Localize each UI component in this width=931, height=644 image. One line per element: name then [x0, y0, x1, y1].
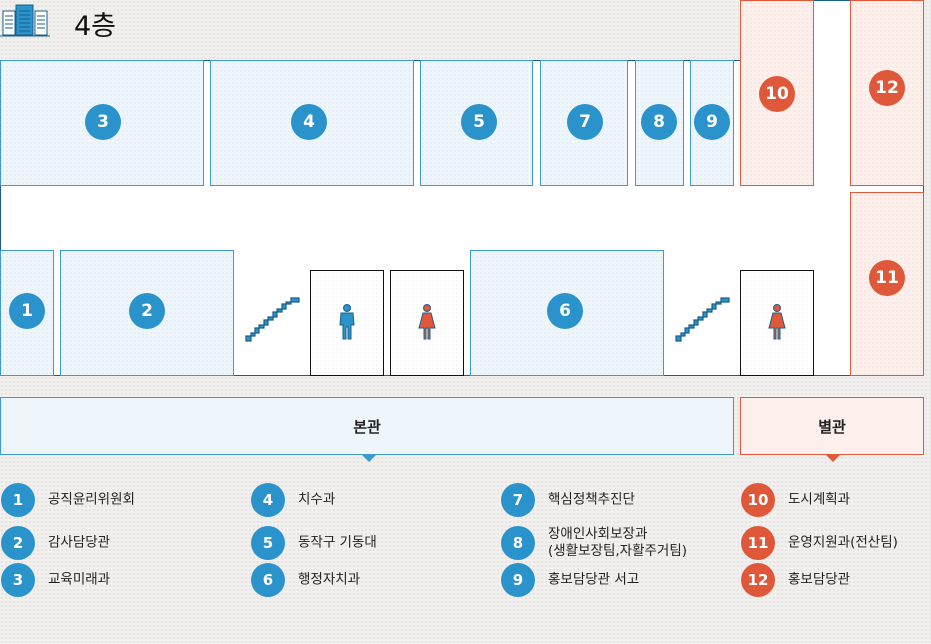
floor-title: 4층 [74, 11, 117, 42]
legend-label: 홍보담당관 서고 [548, 571, 640, 588]
legend-badge: 4 [251, 483, 285, 517]
legend-badge: 11 [741, 526, 775, 560]
pointer-icon [361, 454, 377, 462]
room-12[interactable] [850, 0, 924, 186]
legend-label: 핵심정책추진단 [548, 491, 635, 508]
stairs-icon [675, 297, 730, 342]
woman-icon [418, 304, 436, 340]
room-badge-6[interactable]: 6 [547, 293, 583, 329]
room-badge-10[interactable]: 10 [759, 76, 795, 112]
pointer-icon [825, 454, 841, 462]
annex-building-label: 별관 [740, 397, 924, 462]
woman-icon [768, 304, 786, 340]
legend-badge: 9 [501, 563, 535, 597]
annex-building-text: 별관 [818, 417, 846, 436]
legend-label: 동작구 기동대 [298, 534, 377, 551]
room-badge-8[interactable]: 8 [641, 104, 677, 140]
legend-label: 운영지원과(전산팀) [788, 534, 898, 551]
room-badge-5[interactable]: 5 [461, 104, 497, 140]
legend-label: 도시계획과 [788, 491, 851, 508]
legend-badge: 8 [501, 526, 535, 560]
legend-badge: 7 [501, 483, 535, 517]
legend-badge: 10 [741, 483, 775, 517]
stairs-icon [245, 297, 300, 342]
room-badge-7[interactable]: 7 [567, 104, 603, 140]
legend-badge: 1 [1, 483, 35, 517]
legend-label: 행정자치과 [298, 571, 361, 588]
room-badge-1[interactable]: 1 [9, 293, 45, 329]
man-icon [339, 304, 355, 340]
legend-badge: 12 [741, 563, 775, 597]
legend-label-line1: 장애인사회보장과 [548, 526, 648, 542]
room-badge-11[interactable]: 11 [869, 260, 905, 296]
legend-label: 홍보담당관 [788, 571, 851, 588]
building-icon [0, 4, 50, 37]
legend-badge: 3 [1, 563, 35, 597]
main-building-text: 본관 [353, 417, 381, 436]
room-4[interactable] [210, 60, 414, 186]
legend-badge: 2 [1, 526, 35, 560]
legend-label: 공직윤리위원회 [48, 491, 135, 508]
main-building-label: 본관 [0, 397, 734, 462]
room-3[interactable] [0, 60, 204, 186]
legend-label: 감사담당관 [48, 534, 111, 551]
legend-badge: 5 [251, 526, 285, 560]
room-badge-4[interactable]: 4 [291, 104, 327, 140]
room-badge-9[interactable]: 9 [694, 104, 730, 140]
room-badge-3[interactable]: 3 [85, 104, 121, 140]
legend-label: 치수과 [298, 491, 336, 508]
legend-badge: 6 [251, 563, 285, 597]
room-badge-2[interactable]: 2 [129, 293, 165, 329]
legend-label: 장애인사회보장과(생활보장팀,자활주거팀) [548, 526, 687, 560]
legend-label: 교육미래과 [48, 571, 111, 588]
legend-label-line2: (생활보장팀,자활주거팀) [548, 543, 688, 559]
room-badge-12[interactable]: 12 [869, 70, 905, 106]
